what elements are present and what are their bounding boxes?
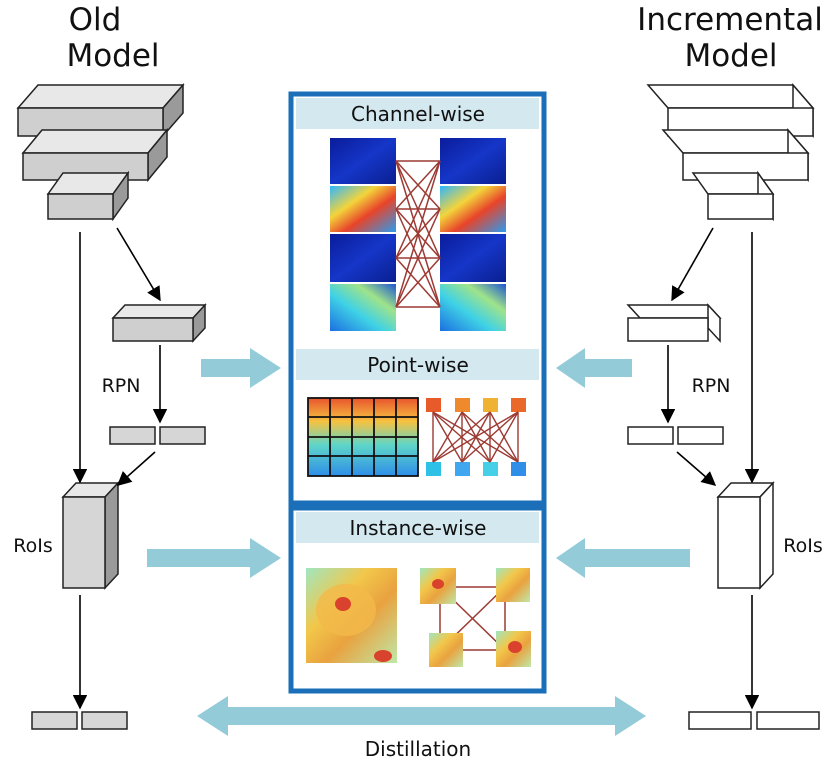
point-wise-links [432, 411, 519, 463]
new-to-panel-arrow-upper [556, 348, 632, 388]
distillation-panels: Channel-wise [288, 91, 547, 694]
old-model-title-line2: Model [66, 38, 159, 74]
channel-wise-header [296, 98, 539, 129]
distillation-arrow [197, 696, 646, 736]
old-model: Old Model RPN [13, 2, 207, 730]
panel-top-border [288, 91, 547, 506]
channel-wise-section: Channel-wise [296, 98, 539, 331]
old-output [31, 711, 128, 730]
channel-maps-right [440, 138, 506, 331]
old-backbone-layer-3 [46, 170, 130, 222]
old-to-panel-arrow-upper [201, 348, 281, 388]
old-model-title-line1: Old [69, 2, 122, 38]
point-wise-nodes [426, 398, 526, 476]
distillation-label: Distillation [365, 737, 471, 760]
instance-patches [420, 568, 531, 667]
point-wise-title: Point-wise [367, 353, 469, 377]
new-to-panel-arrow-lower [556, 538, 690, 578]
point-wise-header [296, 349, 539, 380]
feature-transfer-arrows [147, 348, 690, 736]
channel-correlation-links [395, 160, 441, 308]
incremental-proposals [627, 426, 724, 445]
incremental-rois-box [716, 481, 775, 590]
incremental-rois-label: RoIs [783, 535, 822, 557]
point-wise-grid [307, 397, 419, 477]
incremental-flow-arrows [660, 227, 760, 710]
channel-maps-left [330, 138, 396, 331]
old-rois-label: RoIs [13, 535, 52, 557]
incremental-output [688, 711, 820, 730]
old-backbone-layer-1 [16, 82, 185, 139]
incremental-model-title-line1: Incremental [637, 2, 823, 38]
old-rpn-feature-box [111, 303, 207, 343]
incremental-backbone-layer-1 [646, 82, 815, 139]
instance-wise-header [296, 512, 539, 543]
incremental-rpn-feature-box [626, 303, 722, 343]
old-flow-arrows [72, 227, 168, 710]
incremental-backbone [646, 82, 815, 222]
incremental-rpn-label: RPN [692, 375, 731, 397]
incremental-backbone-layer-3 [691, 170, 775, 222]
old-rpn-label: RPN [102, 375, 141, 397]
old-to-panel-arrow-lower [147, 538, 281, 578]
old-proposals [109, 426, 206, 445]
incremental-model: Incremental Model RPN [626, 2, 823, 730]
incremental-model-title-line2: Model [684, 38, 777, 74]
point-wise-section: Point-wise [296, 349, 539, 477]
instance-wise-title: Instance-wise [350, 516, 487, 540]
instance-wise-section: Instance-wise [296, 512, 539, 667]
old-backbone [16, 82, 185, 222]
instance-feature-image [306, 568, 397, 663]
old-rois-box [61, 481, 120, 590]
panel-bottom-border [288, 505, 547, 694]
channel-wise-title: Channel-wise [351, 102, 485, 126]
